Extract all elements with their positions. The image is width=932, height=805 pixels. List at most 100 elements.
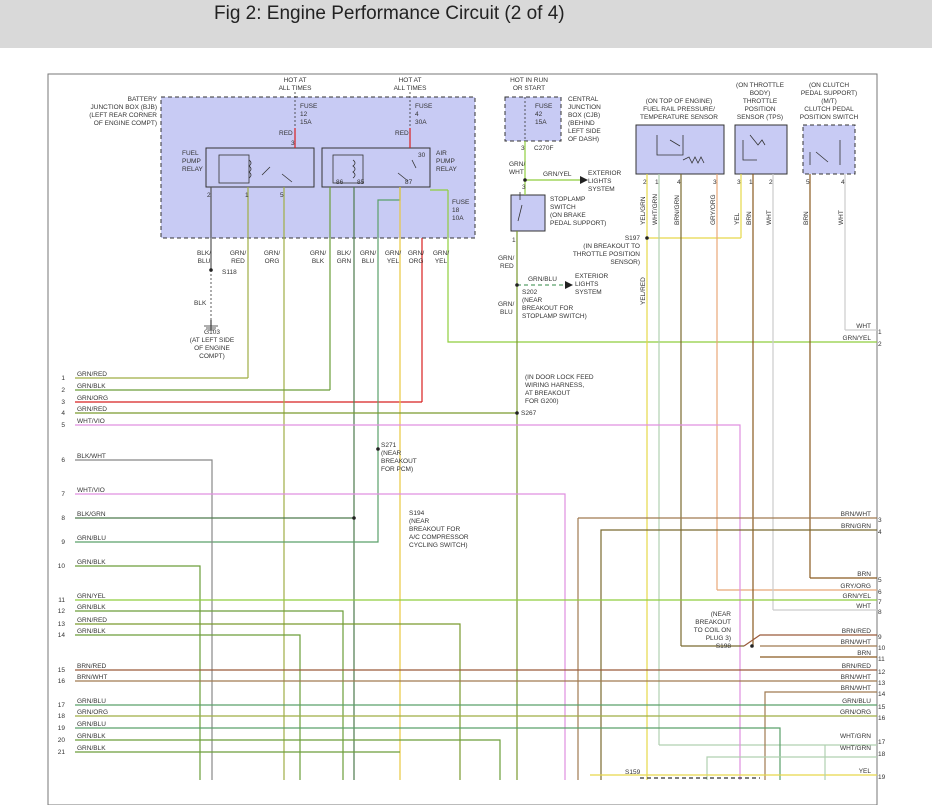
bjb-wire-label: GRN/ xyxy=(310,250,326,257)
right-wire-number: 10 xyxy=(878,645,886,652)
right-wire-name: BRN/RED xyxy=(842,663,872,670)
tps-label: POSITION xyxy=(744,106,775,113)
wire-label: BLU xyxy=(500,309,513,316)
sensor-wire-label: YEL xyxy=(734,212,741,225)
right-wire-number: 6 xyxy=(878,589,882,596)
left-wire-name: WHT/VIO xyxy=(77,487,105,494)
cjb-label: LEFT SIDE xyxy=(568,128,601,135)
right-wire-name: WHT xyxy=(856,323,871,330)
left-wire-name: GRN/RED xyxy=(77,617,107,624)
s198-label: PLUG 3) xyxy=(706,635,731,642)
bjb-wire-label: GRN/ xyxy=(408,250,424,257)
left-wire-number: 3 xyxy=(61,399,65,406)
s271-label: (NEAR xyxy=(381,450,402,457)
left-wire-number: 4 xyxy=(61,410,65,417)
cjb-label: OF DASH) xyxy=(568,136,599,143)
right-wire-name: BRN/RED xyxy=(842,628,872,635)
left-wire-number: 21 xyxy=(58,749,66,756)
right-wire-name: YEL xyxy=(859,768,872,775)
s198-label: TO COIL ON xyxy=(694,627,732,634)
right-wire-number: 11 xyxy=(878,656,885,663)
sensor-pin: 3 xyxy=(737,179,741,186)
stoplamp-switch xyxy=(510,194,546,232)
s202-label: STOPLAMP SWITCH) xyxy=(522,313,587,320)
left-wire-number: 8 xyxy=(61,515,65,522)
sensor-pin: 4 xyxy=(841,179,845,186)
right-wire-number: 7 xyxy=(878,599,882,606)
s194-label: BREAKOUT FOR xyxy=(409,526,460,533)
hot1-label: HOT AT xyxy=(284,77,307,84)
right-wire-name: BRN xyxy=(857,571,871,578)
wire-label: GRN/BLU xyxy=(528,276,557,283)
s271-label: FOR PCM) xyxy=(381,466,413,473)
left-wire-number: 10 xyxy=(58,563,66,570)
stoplamp-label: STOPLAMP xyxy=(550,196,585,203)
air-pump-relay xyxy=(321,147,431,188)
bjb-wire-label: GRN/ xyxy=(264,250,280,257)
fuel-pump-relay xyxy=(205,147,315,188)
right-wire-name: BRN xyxy=(857,650,871,657)
sensor-pin: 4 xyxy=(677,179,681,186)
tps-label: (ON THROTTLE xyxy=(736,82,785,89)
wire-label: RED xyxy=(395,130,409,137)
tps-label: THROTTLE xyxy=(743,98,778,105)
ext1-label: LIGHTS xyxy=(588,178,612,185)
left-wire-name: GRN/BLK xyxy=(77,628,106,635)
right-wire-name: WHT xyxy=(856,603,871,610)
right-wire-number: 8 xyxy=(878,609,882,616)
right-wire-name: GRN/ORG xyxy=(840,709,871,716)
right-wire-name: BRN/WHT xyxy=(841,685,871,692)
pin-number: 1 xyxy=(245,192,249,199)
g103-label: COMPT) xyxy=(199,353,225,360)
ext2-label: SYSTEM xyxy=(575,289,602,296)
clutch-label: POSITION SWITCH xyxy=(800,114,859,121)
left-wire-name: BRN/RED xyxy=(77,663,107,670)
wire-label: RED xyxy=(279,130,293,137)
pin-number: 87 xyxy=(405,179,413,186)
left-wire-name: GRN/RED xyxy=(77,406,107,413)
left-wire-number: 14 xyxy=(58,632,66,639)
sensor-wires xyxy=(646,174,877,780)
cjb-label: CENTRAL xyxy=(568,96,599,103)
s198-label: BREAKOUT xyxy=(695,619,731,626)
left-wire-name: GRN/YEL xyxy=(77,593,106,600)
g103-label: G103 xyxy=(204,329,220,336)
fuse42-label: FUSE xyxy=(535,103,553,110)
sensor-wire-label: WHT xyxy=(766,210,773,225)
left-wire-name: GRN/BLU xyxy=(77,535,106,542)
bjb-label: JUNCTION BOX (BJB) xyxy=(91,104,157,111)
fuse42-label: 42 xyxy=(535,111,543,118)
left-wire-name: GRN/ORG xyxy=(77,709,108,716)
right-wire-number: 14 xyxy=(878,691,886,698)
right-wire-name: WHT/GRN xyxy=(840,745,871,752)
left-wire-name: GRN/BLU xyxy=(77,721,106,728)
title-bar: Fig 2: Engine Performance Circuit (2 of … xyxy=(0,0,932,48)
s194-label: CYCLING SWITCH) xyxy=(409,542,468,549)
left-wire-number: 1 xyxy=(61,375,65,382)
sensor-wire-label: BRN/GRN xyxy=(674,195,681,225)
sensor-pin: 1 xyxy=(749,179,753,186)
right-wire-number: 16 xyxy=(878,715,886,722)
fuse18-label: FUSE xyxy=(452,199,470,206)
right-wire-name: BRN/WHT xyxy=(841,639,871,646)
clutch-label: (M/T) xyxy=(821,98,837,105)
bjb-wire-label: BLK/ xyxy=(337,250,351,257)
ext2-label: LIGHTS xyxy=(575,281,599,288)
s202-label: BREAKOUT FOR xyxy=(522,305,573,312)
right-wire-number: 4 xyxy=(878,529,882,536)
left-wire-name: GRN/BLK xyxy=(77,383,106,390)
pin-number: 86 xyxy=(336,179,344,186)
stoplamp-label: PEDAL SUPPORT) xyxy=(550,220,606,227)
wire-label: GRN/YEL xyxy=(543,171,572,178)
fuel_relay-label: PUMP xyxy=(182,158,201,165)
left-wire-name: BRN/WHT xyxy=(77,674,107,681)
clutch-label: (ON CLUTCH xyxy=(809,82,849,89)
dashed-fuse-lines xyxy=(210,92,526,320)
cjb-label: (BEHIND xyxy=(568,120,595,127)
frp-label: TEMPERATURE SENSOR xyxy=(640,114,718,121)
cjb-box xyxy=(504,96,562,142)
bjb-wire-label: YEL xyxy=(435,258,448,265)
bjb-wire-label: ORG xyxy=(265,258,280,265)
fuse4-label: FUSE xyxy=(415,103,433,110)
g103-label: (AT LEFT SIDE xyxy=(190,337,235,344)
